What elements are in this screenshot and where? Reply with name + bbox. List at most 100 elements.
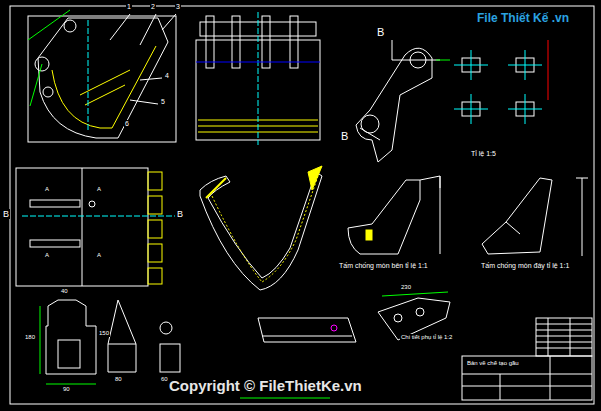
callout-number: 6 <box>124 120 130 128</box>
tooth <box>148 196 162 214</box>
marker <box>331 325 337 331</box>
center-line <box>454 50 542 124</box>
arm-outline <box>356 48 432 162</box>
dimension-line <box>40 306 41 374</box>
dimension-line <box>240 398 330 399</box>
tooth <box>148 172 162 190</box>
dimension-line <box>382 292 448 296</box>
plate-edge <box>582 178 583 256</box>
section-mark: B <box>176 209 184 219</box>
pin-part <box>160 322 180 372</box>
callout-number: 4 <box>164 72 170 80</box>
title-text: Bản vẽ chế tạo gầu <box>466 360 520 367</box>
detail-title: Tấm chống mòn đáy tỉ lệ 1:1 <box>480 262 570 270</box>
bucket-outline <box>38 18 168 138</box>
callout-number: 5 <box>160 98 166 106</box>
section-mark: B <box>376 26 385 39</box>
callout-number: 1 <box>126 3 132 11</box>
title-frame <box>462 356 592 400</box>
tooth <box>148 220 162 238</box>
bucket-shell <box>200 166 322 290</box>
sheet-border <box>10 6 594 404</box>
weld-mark <box>366 230 372 240</box>
auxiliary-part <box>378 292 450 340</box>
side-wear-plate <box>348 176 440 254</box>
detail-title: Tấm chống mòn bên tỉ lệ 1:1 <box>338 262 429 270</box>
ear <box>232 16 240 68</box>
plate-edge <box>576 178 588 179</box>
title-block <box>462 318 592 400</box>
dimension-line <box>548 40 549 100</box>
section-mark: B <box>340 130 349 143</box>
tooth <box>148 268 162 284</box>
plate-outline <box>348 180 420 254</box>
lug-hole <box>58 340 80 368</box>
section-mark: B <box>2 209 10 219</box>
dimension-line <box>436 60 450 61</box>
section-line <box>22 216 175 217</box>
arm-detail <box>356 40 450 162</box>
section-mark: A <box>44 252 50 259</box>
shell-outline <box>200 172 322 290</box>
plate-edge <box>506 222 520 234</box>
center-line <box>88 20 89 130</box>
bottom-wear-plate <box>482 178 588 256</box>
dimension: 40 <box>60 288 69 295</box>
center-line <box>258 12 259 145</box>
ear <box>262 16 270 68</box>
callout-number: 2 <box>150 3 156 11</box>
section-mark: A <box>96 252 102 259</box>
pin-hole <box>43 87 53 97</box>
lug-part <box>40 300 96 384</box>
tooth-part <box>108 300 136 372</box>
hole <box>416 308 424 316</box>
section-line <box>360 40 440 140</box>
bucket-inner <box>52 46 156 128</box>
wear-strip <box>206 178 226 198</box>
plate-edge <box>440 176 441 254</box>
strip-part <box>258 318 356 342</box>
ear <box>206 16 214 68</box>
weld-line <box>212 176 318 282</box>
pin-body <box>160 344 180 372</box>
bucket-front-view <box>196 12 320 145</box>
scale-note: Tỉ lệ 1:5 <box>470 150 497 158</box>
dimension: 230 <box>400 284 412 291</box>
pin <box>30 200 80 207</box>
bucket-top-view <box>16 168 175 286</box>
tooth-outline <box>108 300 136 372</box>
leader-line <box>110 14 176 104</box>
parts-table <box>536 318 592 356</box>
edge-line <box>262 336 352 337</box>
hole <box>89 201 95 207</box>
lug-outline <box>46 300 96 374</box>
callout-number: 3 <box>175 3 181 11</box>
leader-line <box>28 10 70 106</box>
pin-end <box>160 322 172 334</box>
dimension: 150 <box>98 330 110 337</box>
section-mark: A <box>96 186 102 193</box>
section-mark: A <box>44 186 50 193</box>
watermark: File Thiết Kế .vn <box>476 12 570 26</box>
plate-edge <box>420 176 440 188</box>
pin-hole <box>64 20 76 32</box>
hole <box>394 314 402 322</box>
edge-line <box>108 344 136 345</box>
dimension-line <box>46 384 96 385</box>
dimension: 90 <box>62 386 71 393</box>
view-frame <box>16 168 148 286</box>
edge-line <box>82 168 83 286</box>
tooth-tip <box>308 166 322 190</box>
watermark: Copyright © FileThietKe.vn <box>168 377 363 394</box>
plate-outline <box>482 178 552 254</box>
strip-outline <box>258 318 356 342</box>
center-line <box>196 62 320 63</box>
table-grid <box>536 318 592 356</box>
tooth <box>148 244 162 262</box>
bucket-side-view <box>28 10 176 142</box>
title-grid <box>462 356 592 400</box>
pin <box>30 240 80 247</box>
